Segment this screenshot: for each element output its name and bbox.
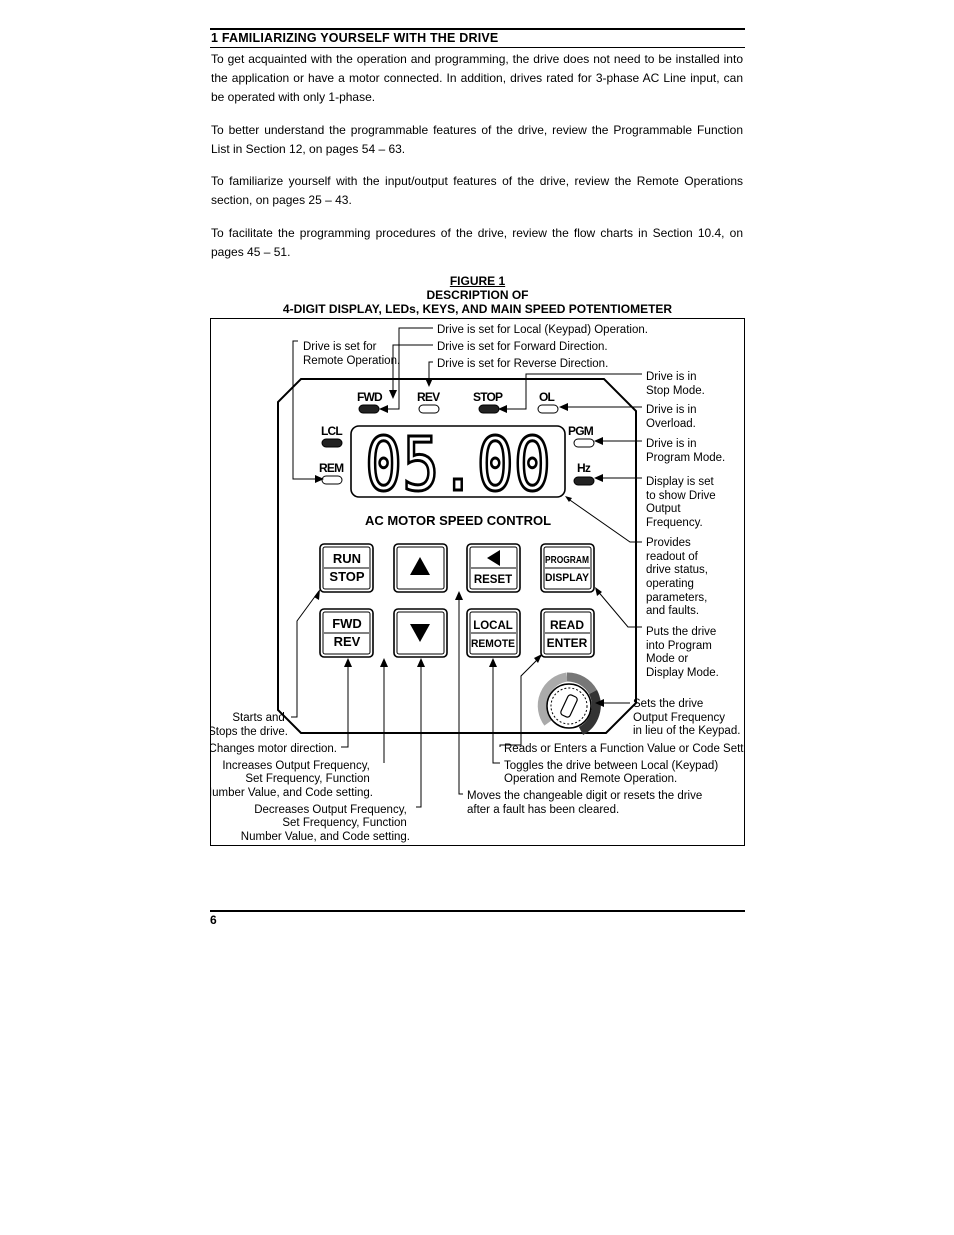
stop-key-label: STOP (329, 569, 364, 584)
display-key-label: DISPLAY (545, 572, 590, 584)
callout-local-op: Drive is set for Local (Keypad) Operatio… (437, 324, 648, 336)
enter-key-label: ENTER (547, 636, 588, 650)
callout-readout: Provides readout of drive status, operat… (646, 537, 711, 617)
callout-output-freq: Display is set to show Drive Output Freq… (646, 476, 719, 529)
figure-box: 05.00 FWD REV STOP OL LCL REM PGM Hz AC … (210, 318, 745, 846)
fwd-key-label: FWD (332, 616, 362, 631)
read-enter-key[interactable]: READ ENTER (540, 608, 595, 658)
led-hz (573, 476, 595, 486)
local-key-label: LOCAL (473, 620, 513, 632)
led-lcl-label: LCL (321, 424, 342, 438)
figure-caption-1: DESCRIPTION OF (426, 288, 529, 302)
callout-reset-key: Moves the changeable digit or resets the… (467, 790, 705, 816)
down-arrow-icon (410, 624, 430, 642)
callout-run-key: Starts and Stops the drive. (211, 712, 288, 738)
local-remote-key[interactable]: LOCAL REMOTE (466, 608, 521, 658)
fwd-rev-key[interactable]: FWD REV (319, 608, 374, 658)
callout-stop-mode: Drive is in Stop Mode. (646, 371, 705, 397)
figure-number: FIGURE 1 (449, 274, 506, 288)
callout-arrowheads (314, 378, 604, 707)
callout-down-key: Decreases Output Frequency, Set Frequenc… (241, 804, 410, 843)
callout-fwd-key: Changes motor direction. (211, 743, 337, 755)
display-digits: 05.00 (365, 422, 551, 508)
callout-enter-key: Reads or Enters a Function Value or Code… (504, 743, 744, 755)
up-arrow-key[interactable] (393, 543, 448, 593)
program-display-key[interactable]: PROGRAM DISPLAY (540, 543, 595, 593)
led-rev-label: REV (417, 390, 440, 404)
led-pgm-label: PGM (568, 424, 594, 438)
figure-caption-2: 4-DIGIT DISPLAY, LEDs, KEYS, AND MAIN SP… (282, 302, 673, 316)
remote-key-label: REMOTE (471, 638, 515, 650)
keypad-diagram: 05.00 FWD REV STOP OL LCL REM PGM Hz AC … (211, 324, 744, 843)
callout-program-key: Puts the drive into Program Mode or Disp… (646, 626, 720, 679)
program-key-label: PROGRAM (545, 555, 589, 566)
led-fwd (358, 404, 380, 414)
callout-program-mode: Drive is in Program Mode. (646, 438, 725, 464)
callout-overload: Drive is in Overload. (646, 404, 700, 430)
run-stop-key[interactable]: RUN STOP (319, 543, 374, 593)
led-rem-label: REM (319, 461, 344, 475)
led-rem (321, 475, 343, 485)
left-arrow-icon (487, 550, 500, 566)
paragraph-3: To familiarize yourself with the input/o… (211, 174, 743, 207)
callout-potentiometer: Sets the drive Output Frequency in lieu … (633, 698, 740, 737)
keypad-panel (277, 378, 637, 734)
led-lcl (321, 438, 343, 448)
callout-up-key: Increases Output Frequency, Set Frequenc… (211, 760, 373, 799)
top-rule (210, 28, 745, 30)
panel-title: AC MOTOR SPEED CONTROL (365, 513, 551, 528)
led-hz-label: Hz (577, 461, 591, 475)
led-pgm (573, 438, 595, 448)
led-ol (537, 404, 559, 414)
callout-forward: Drive is set for Forward Direction. (437, 341, 608, 353)
callout-local-key: Toggles the drive between Local (Keypad)… (504, 760, 721, 785)
callout-lines (291, 327, 642, 808)
paragraph-4: To facilitate the programming procedures… (211, 226, 743, 259)
section-underline (210, 47, 745, 48)
read-key-label: READ (550, 618, 584, 632)
led-ol-label: OL (539, 390, 555, 404)
run-key-label: RUN (333, 551, 361, 566)
reset-key[interactable]: RESET (466, 543, 521, 593)
paragraph-1: To get acquainted with the operation and… (211, 52, 743, 104)
callout-reverse: Drive is set for Reverse Direction. (437, 358, 608, 370)
reset-key-label: RESET (474, 574, 512, 586)
led-stop-label: STOP (473, 390, 503, 404)
display-window (350, 425, 566, 498)
paragraph-2: To better understand the programmable fe… (211, 123, 743, 156)
led-fwd-label: FWD (357, 390, 383, 404)
section-title: 1 FAMILIARIZING YOURSELF WITH THE DRIVE (211, 31, 499, 45)
footer-rule (210, 910, 745, 912)
rev-key-label: REV (334, 634, 361, 649)
page-number: 6 (210, 913, 217, 927)
speed-potentiometer[interactable] (537, 672, 601, 735)
up-arrow-icon (410, 557, 430, 575)
callout-remote-op: Drive is set for Remote Operation. (303, 341, 400, 367)
led-stop (478, 404, 500, 414)
down-arrow-key[interactable] (393, 608, 448, 658)
led-rev (418, 404, 440, 414)
